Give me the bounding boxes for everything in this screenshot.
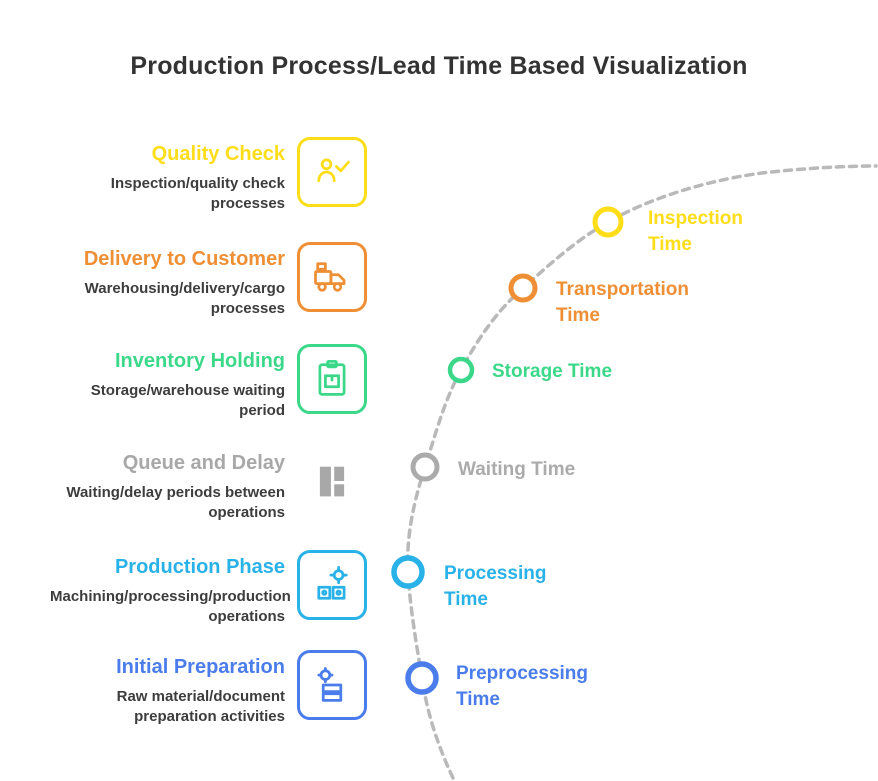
stage-title: Production Phase (114, 556, 285, 578)
delivery-truck-icon (297, 242, 367, 312)
page-title: Production Process/Lead Time Based Visua… (130, 52, 748, 80)
stage-description: Warehousing/delivery/cargo processes (84, 280, 285, 317)
time-label-transportation: Transportation Time (556, 277, 689, 328)
time-label-line: Inspection (648, 208, 744, 229)
inventory-clipboard-icon (297, 344, 367, 414)
time-label-line: Storage Time (492, 361, 613, 382)
time-label-line: Time (444, 588, 489, 610)
stage-description: Storage/warehouse waiting period (90, 382, 285, 419)
marker-waiting (410, 452, 440, 482)
stage-production-phase: Production Phase Machining/processing/pr… (30, 550, 367, 630)
stage-queue-and-delay: Queue and Delay Waiting/delay periods be… (30, 446, 367, 526)
stage-text: Queue and Delay Waiting/delay periods be… (30, 452, 285, 522)
stacked-documents-icon (297, 446, 367, 516)
stage-initial-preparation: Initial Preparation Raw material/documen… (30, 650, 367, 730)
stage-description: Machining/processing/production operatio… (50, 588, 291, 625)
stage-text: Delivery to Customer Warehousing/deliver… (30, 248, 285, 318)
machinery-gear-icon (297, 550, 367, 620)
time-label-line: Time (648, 233, 693, 255)
time-label-line: Preprocessing (456, 663, 588, 684)
stage-description: Raw material/document preparation activi… (116, 688, 285, 725)
time-label-line: Waiting Time (458, 459, 576, 480)
stage-title: Inventory Holding (115, 350, 285, 372)
stage-description: Inspection/quality check processes (110, 175, 285, 212)
stage-text: Quality Check Inspection/quality check p… (30, 143, 285, 213)
time-label-line: Processing (444, 563, 547, 584)
time-label-line: Transportation (556, 279, 690, 300)
time-label-processing: Processing Time (444, 561, 546, 612)
marker-transportation (508, 273, 538, 303)
stage-text: Initial Preparation Raw material/documen… (30, 656, 285, 726)
time-label-waiting: Waiting Time (458, 457, 575, 483)
time-label-line: Time (456, 688, 501, 710)
marker-inspection (592, 206, 624, 238)
marker-preprocessing (405, 661, 439, 695)
stage-title: Queue and Delay (122, 452, 285, 474)
stage-title: Quality Check (151, 143, 285, 165)
stage-delivery-to-customer: Delivery to Customer Warehousing/deliver… (30, 242, 367, 322)
stage-quality-check: Quality Check Inspection/quality check p… (30, 137, 367, 217)
stage-description: Waiting/delay periods between operations (66, 484, 285, 521)
time-label-line: Time (556, 304, 601, 326)
time-label-storage: Storage Time (492, 359, 612, 385)
marker-storage (447, 356, 475, 384)
stage-text: Production Phase Machining/processing/pr… (30, 556, 291, 626)
time-label-inspection: Inspection Time (648, 206, 743, 257)
stage-title: Initial Preparation (116, 656, 285, 678)
stage-inventory-holding: Inventory Holding Storage/warehouse wait… (30, 344, 367, 424)
stage-text: Inventory Holding Storage/warehouse wait… (30, 350, 285, 420)
time-label-preprocessing: Preprocessing Time (456, 661, 588, 712)
document-setup-icon (297, 650, 367, 720)
marker-processing (391, 555, 425, 589)
stage-title: Delivery to Customer (83, 248, 285, 270)
person-check-icon (297, 137, 367, 207)
